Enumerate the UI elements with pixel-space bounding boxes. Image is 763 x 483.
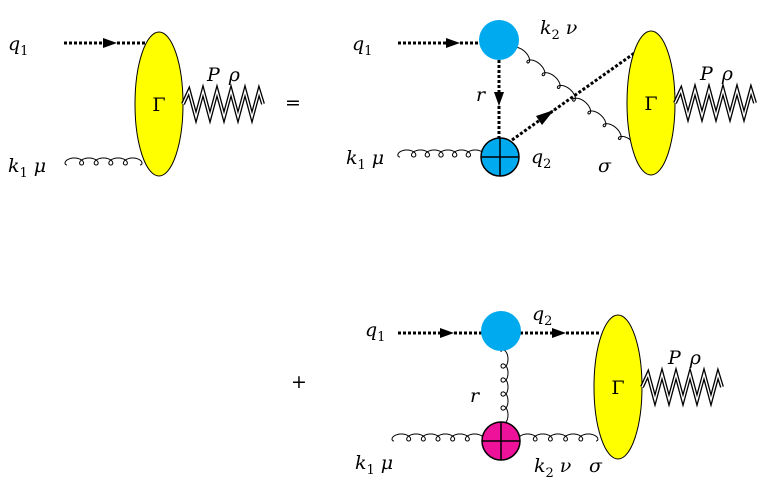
term1-label-sigma: σ xyxy=(598,155,612,177)
term2-gamma-label: Γ xyxy=(611,377,624,399)
term2-gluon-k2 xyxy=(517,433,599,442)
lhs-label-q1: q1 xyxy=(8,33,28,59)
lhs-gamma-label: Γ xyxy=(152,94,165,116)
term2-label-q1: q1 xyxy=(365,319,385,345)
term1-label-r: r xyxy=(476,84,487,106)
term1-gluon-k1 xyxy=(397,149,485,158)
lhs-quark-arrow xyxy=(103,38,117,48)
term1-label-q1: q1 xyxy=(352,33,372,59)
equals-sign: = xyxy=(285,92,301,114)
term2-label-q2: q2 xyxy=(532,303,552,329)
term2-gluon-k1 xyxy=(391,433,485,442)
term1-quark-vertex xyxy=(479,20,519,60)
term1-gamma-label: Γ xyxy=(644,93,657,115)
lhs-gluon xyxy=(64,157,143,166)
term2-quark-vertex xyxy=(481,311,521,351)
term1-gluon-k2 xyxy=(511,46,637,153)
term2-label-r: r xyxy=(470,385,481,407)
plus-sign: + xyxy=(291,371,307,393)
term2-label-sigma: σ xyxy=(589,455,603,477)
term2-gluon-r xyxy=(500,349,509,425)
term1-label-q2: q2 xyxy=(531,146,551,172)
term1-quark-q2 xyxy=(511,118,541,142)
